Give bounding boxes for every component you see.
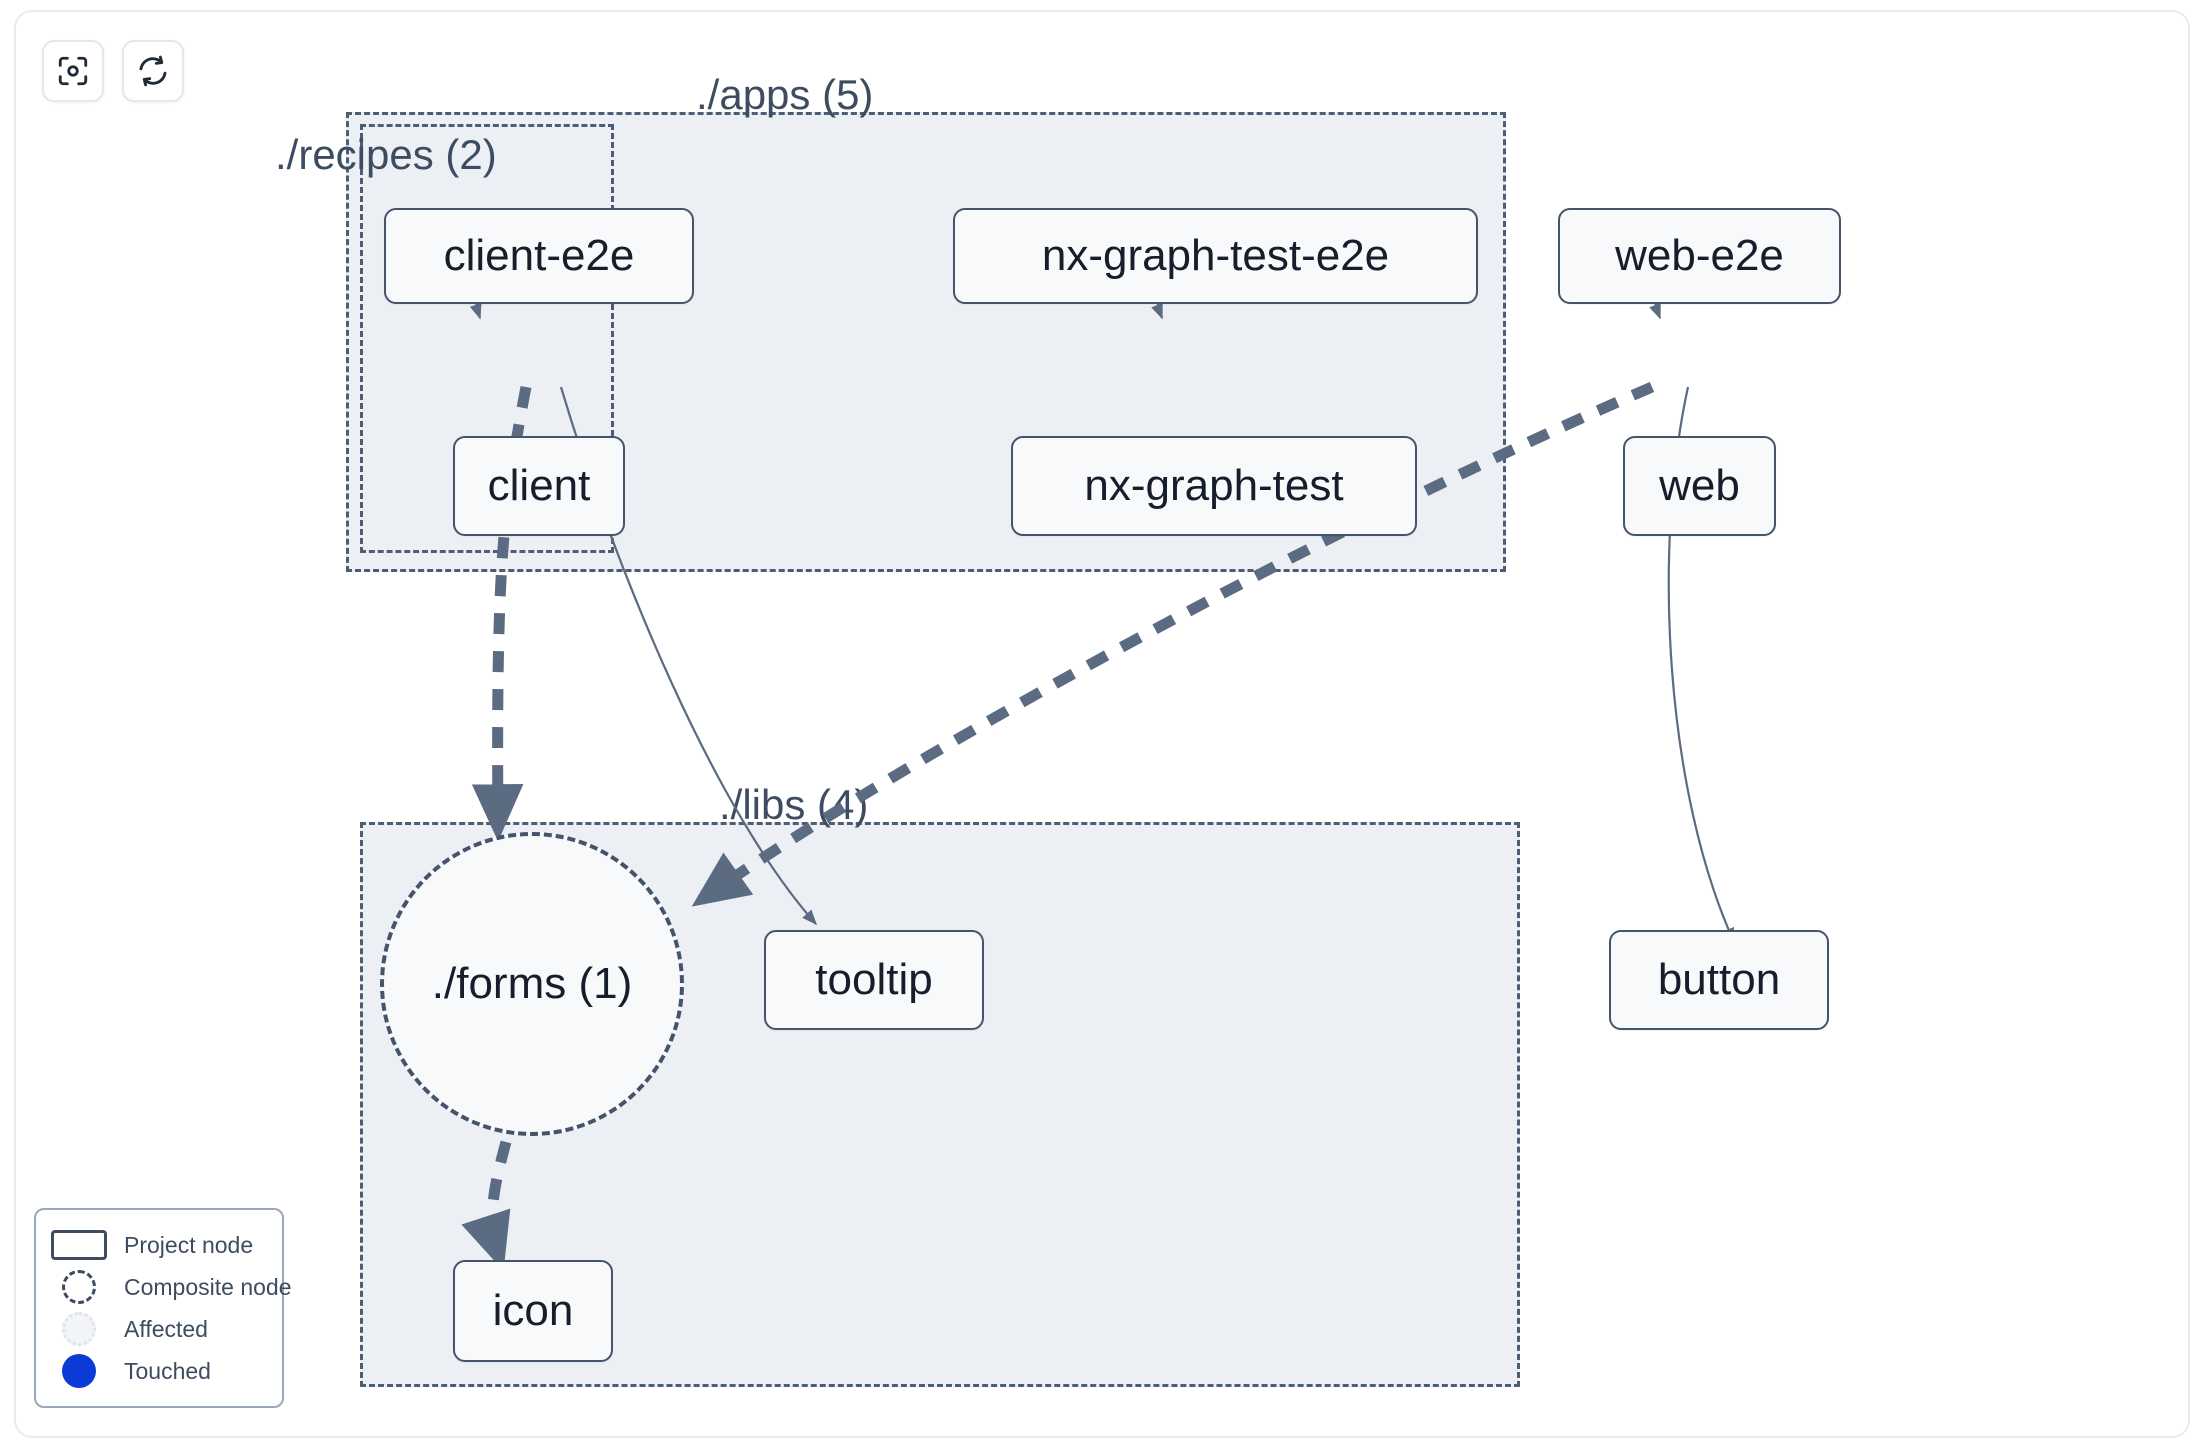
node-web-e2e[interactable]: web-e2e	[1558, 208, 1841, 304]
graph-legend: Project node Composite node Affected Tou…	[34, 1208, 292, 1408]
legend-item-touched: Touched	[50, 1350, 266, 1392]
node-tooltip[interactable]: tooltip	[764, 930, 984, 1030]
legend-label: Touched	[124, 1357, 211, 1384]
node-nx-graph-test[interactable]: nx-graph-test	[1011, 436, 1417, 536]
viewfinder-icon	[56, 54, 90, 88]
node-button[interactable]: button	[1609, 930, 1829, 1030]
node-icon[interactable]: icon	[453, 1260, 613, 1362]
legend-label: Composite node	[124, 1273, 292, 1300]
node-client[interactable]: client	[453, 436, 625, 536]
graph-toolbar	[42, 40, 184, 102]
node-web[interactable]: web	[1623, 436, 1776, 536]
group-label-recipes: ./recipes (2)	[275, 131, 497, 178]
legend-item-project-node: Project node	[50, 1224, 266, 1266]
project-graph-app: ./apps (5) ./recipes (2) ./libs (4)	[14, 10, 2190, 1438]
group-label-libs: ./libs (4)	[719, 781, 869, 828]
legend-label: Affected	[124, 1315, 208, 1342]
legend-item-composite-node: Composite node	[50, 1266, 292, 1308]
group-label-apps: ./apps (5)	[696, 71, 874, 118]
refresh-graph-button[interactable]	[122, 40, 184, 102]
legend-item-affected: Affected	[50, 1308, 266, 1350]
affected-swatch	[50, 1312, 108, 1346]
project-node-swatch	[50, 1230, 108, 1260]
node-nx-graph-test-e2e[interactable]: nx-graph-test-e2e	[953, 208, 1478, 304]
refresh-icon	[136, 54, 170, 88]
focus-graph-button[interactable]	[42, 40, 104, 102]
composite-node-swatch	[50, 1270, 108, 1304]
graph-canvas[interactable]: ./apps (5) ./recipes (2) ./libs (4)	[16, 12, 2188, 1436]
node-client-e2e[interactable]: client-e2e	[384, 208, 694, 304]
legend-label: Project node	[124, 1231, 254, 1258]
touched-swatch	[50, 1354, 108, 1388]
node-forms-composite[interactable]: ./forms (1)	[380, 832, 684, 1136]
